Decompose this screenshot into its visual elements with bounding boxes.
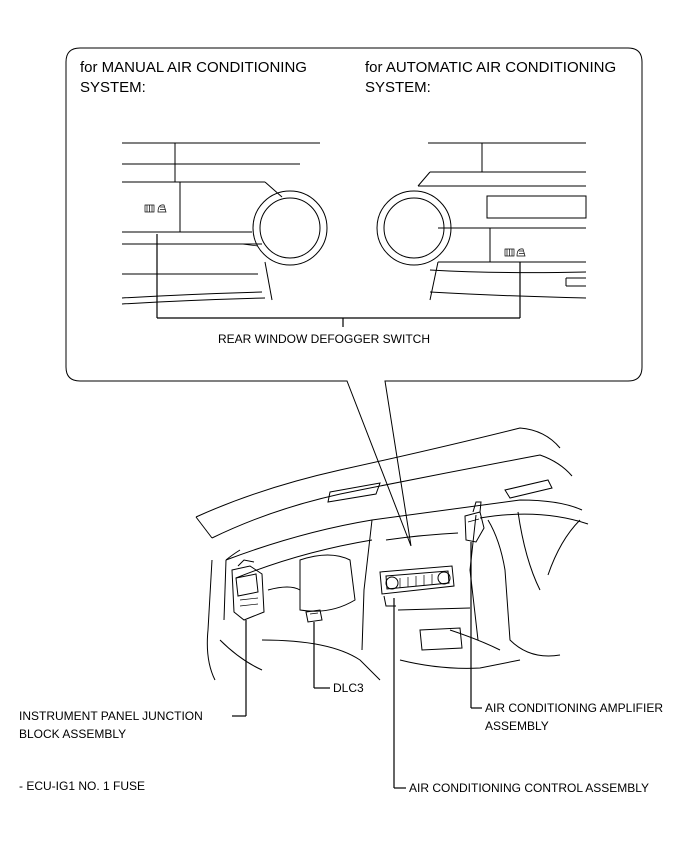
junction-block-part [231,559,265,621]
rear-defogger-switch-icon-manual [144,204,167,213]
ac-control-assembly-label: AIR CONDITIONING CONTROL ASSEMBLY [409,781,649,795]
manual-heading-line2: SYSTEM: [80,79,146,96]
rear-defogger-switch-icon-automatic [504,248,526,257]
dlc3-label: DLC3 [333,681,364,695]
auto-heading-line1: for AUTOMATIC AIR CONDITIONING [365,59,616,76]
rear-window-defogger-switch-label: REAR WINDOW DEFOGGER SWITCH [218,332,430,346]
junction-block-label-line1: INSTRUMENT PANEL JUNCTION [19,709,203,723]
ac-amplifier-label-line2: ASSEMBLY [485,719,549,733]
ac-amplifier-label-line1: AIR CONDITIONING AMPLIFIER [485,701,663,715]
dlc3-connector-part [305,609,323,623]
manual-heading-line1: for MANUAL AIR CONDITIONING [80,59,307,76]
leader-lines [232,542,482,789]
automatic-ac-panel [376,142,587,301]
callout-bubble [65,47,643,547]
auto-heading-line2: SYSTEM: [365,79,431,96]
ac-control-assembly-part [379,565,455,607]
manual-ac-panel [121,142,328,305]
switch-leader-bracket [156,234,521,327]
ac-amplifier-assembly-part [464,501,485,543]
ecu-ig1-fuse-label: - ECU-IG1 NO. 1 FUSE [19,779,145,793]
dashboard-drawing [195,427,589,681]
junction-block-label-line2: BLOCK ASSEMBLY [19,727,126,741]
